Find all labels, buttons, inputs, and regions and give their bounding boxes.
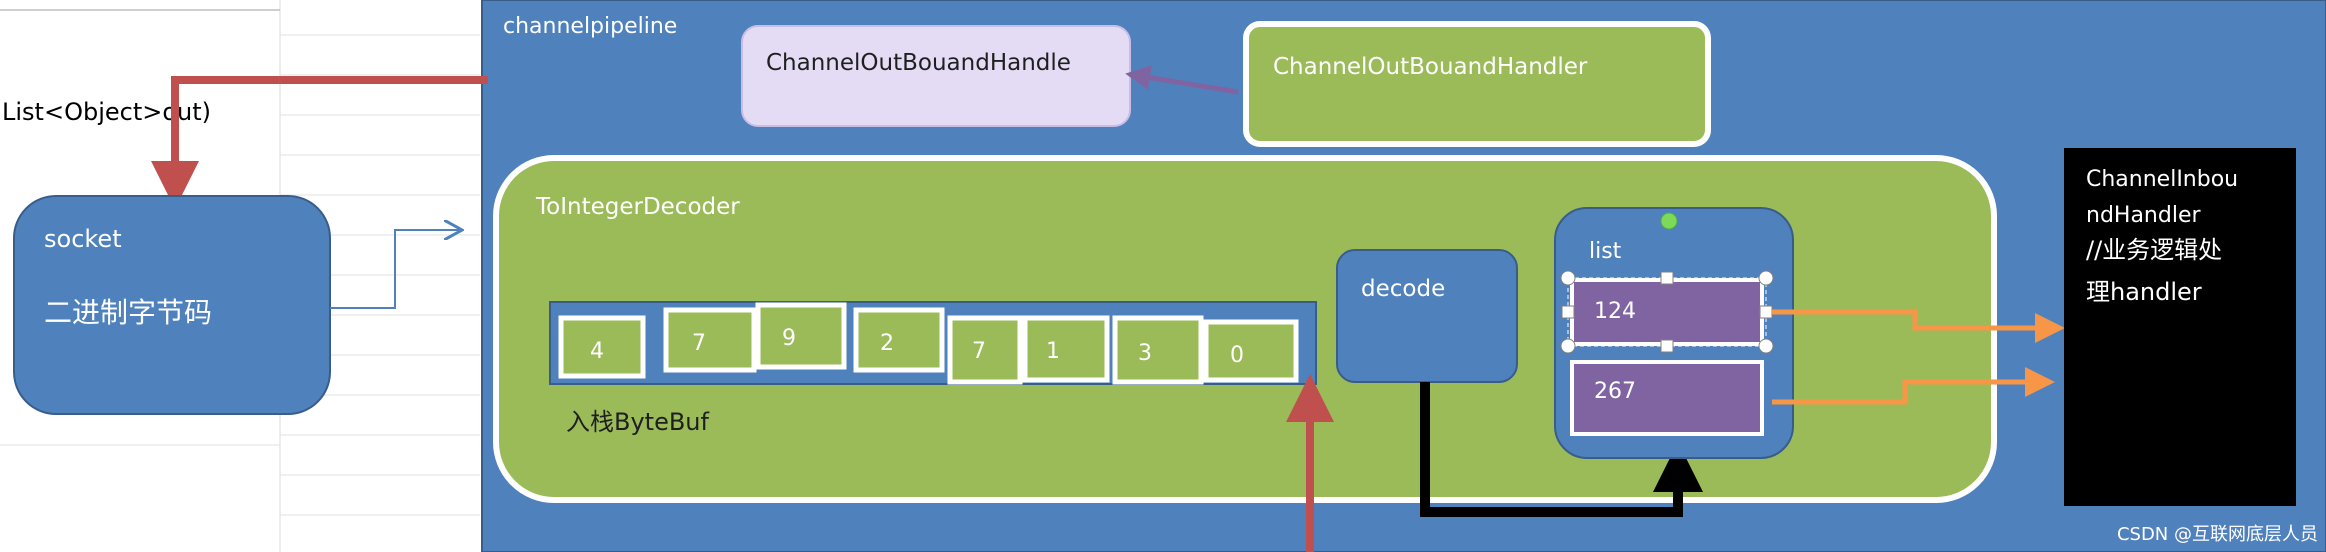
byte-cell <box>853 307 945 373</box>
to-integer-decoder-label: ToIntegerDecoder <box>535 194 740 220</box>
byte-value: 4 <box>590 339 604 364</box>
byte-value: 1 <box>1046 339 1060 364</box>
bytebuf-label: 入栈ByteBuf <box>566 408 710 436</box>
list-label: list <box>1589 239 1622 264</box>
byte-value: 9 <box>782 326 796 351</box>
outbound-handler-label: ChannelOutBouandHandler <box>1273 54 1588 80</box>
byte-value: 2 <box>880 331 894 356</box>
inbound-handler-line-4: 理handler <box>2086 278 2202 306</box>
selection-frame <box>1560 270 1774 354</box>
socket-sublabel: 二进制字节码 <box>44 296 212 329</box>
resize-handle-icon <box>1759 305 1773 319</box>
decode-label: decode <box>1361 276 1445 302</box>
inbound-handler-line-2: ndHandler <box>2086 203 2201 228</box>
byte-cell <box>558 315 646 379</box>
resize-handle-icon <box>1758 338 1774 354</box>
rotate-handle-icon <box>1660 212 1678 230</box>
decode-box <box>1336 249 1518 383</box>
byte-value: 3 <box>1138 341 1152 366</box>
byte-cell <box>947 315 1023 385</box>
channel-inbound-handler-box <box>2064 148 2296 506</box>
resize-handle-icon <box>1560 270 1576 286</box>
inbound-handler-line-1: ChannelInbou <box>2086 167 2238 192</box>
code-fragment-text: List<Object>out) <box>2 98 211 126</box>
byte-value: 0 <box>1230 343 1244 368</box>
byte-cell <box>1112 315 1204 385</box>
resize-handle-icon <box>1660 271 1674 285</box>
list-item-value: 267 <box>1594 379 1636 404</box>
byte-value: 7 <box>692 331 706 356</box>
csdn-watermark: CSDN @互联网底层人员 <box>2117 524 2318 545</box>
resize-handle-icon <box>1560 338 1576 354</box>
inbound-handler-line-3: //业务逻辑处 <box>2086 236 2222 264</box>
outbound-handle-box <box>741 25 1131 127</box>
red-arrow-to-socket <box>151 76 488 209</box>
socket-to-decoder-connector <box>330 230 460 309</box>
bytebuf-cells: 4 7 9 2 7 1 3 0 <box>558 302 1299 385</box>
outbound-handle-label: ChannelOutBouandHandle <box>766 50 1071 76</box>
outbound-arrow <box>1125 65 1239 95</box>
resize-handle-icon <box>1660 339 1674 353</box>
resize-handle-icon <box>1561 305 1575 319</box>
decode-to-list-arrow <box>1420 382 1703 517</box>
socket-label: socket <box>44 225 122 253</box>
byte-cell <box>755 302 847 370</box>
outbound-handler-box <box>1243 21 1711 147</box>
socket-box <box>13 195 331 415</box>
resize-handle-icon <box>1758 270 1774 286</box>
orange-arrow-item-2 <box>1772 367 2055 405</box>
list-item-box <box>1570 360 1764 436</box>
byte-cell <box>663 307 757 373</box>
byte-value: 7 <box>972 339 986 364</box>
orange-arrow-item-1 <box>1772 309 2065 343</box>
byte-cell <box>1203 319 1299 383</box>
list-item-value: 124 <box>1594 299 1636 324</box>
channel-pipeline-label: channelpipeline <box>503 14 677 39</box>
byte-cell <box>1022 315 1110 383</box>
